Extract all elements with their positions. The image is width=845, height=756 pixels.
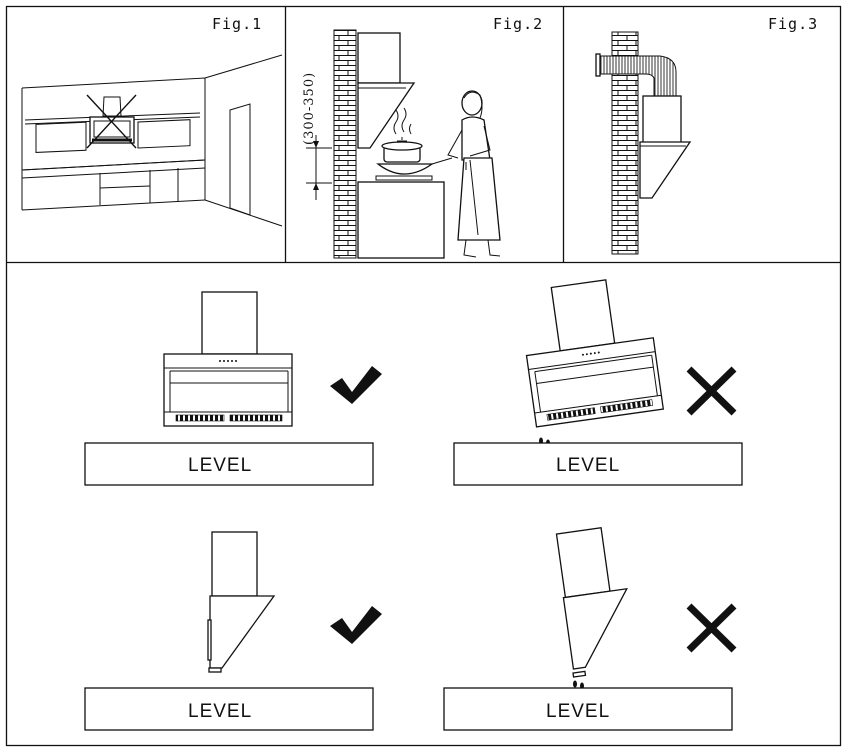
chimney xyxy=(211,531,258,597)
check-icon xyxy=(330,606,382,644)
hood-front-level xyxy=(163,353,293,427)
hood-side-tilted xyxy=(562,587,628,678)
clearance-dimension: (300-350) xyxy=(302,72,332,200)
fig2-label: Fig.2 xyxy=(493,15,543,33)
level-panel-1: LEVEL xyxy=(84,291,382,486)
chimney xyxy=(555,527,611,599)
level-label: LEVEL xyxy=(188,701,252,722)
fig3-label: Fig.3 xyxy=(768,15,818,33)
chimney xyxy=(550,279,616,352)
cross-icon xyxy=(686,366,737,416)
hood-front-tilted xyxy=(525,337,665,428)
level-box xyxy=(84,687,374,731)
figure-frames xyxy=(5,5,842,747)
level-label: LEVEL xyxy=(546,701,610,722)
fig1-kitchen-illustration xyxy=(21,54,283,227)
fig1-label: Fig.1 xyxy=(212,15,262,33)
level-box xyxy=(84,442,374,486)
level-panel-3: LEVEL xyxy=(84,531,382,731)
level-panel-2: LEVEL xyxy=(453,279,743,486)
level-panel-4: LEVEL xyxy=(443,527,737,731)
cross-icon xyxy=(686,603,737,653)
level-label: LEVEL xyxy=(556,455,620,476)
chimney xyxy=(201,291,258,355)
clearance-dimension-label: (300-350) xyxy=(302,72,317,145)
fig2-cooking-illustration: (300-350) xyxy=(302,29,501,259)
fig3-duct-illustration xyxy=(595,31,692,255)
woman-figure xyxy=(447,90,501,258)
check-icon xyxy=(330,366,382,404)
hood-side-level xyxy=(207,595,276,673)
level-box xyxy=(453,442,743,486)
level-label: LEVEL xyxy=(188,455,252,476)
level-box xyxy=(443,687,733,731)
